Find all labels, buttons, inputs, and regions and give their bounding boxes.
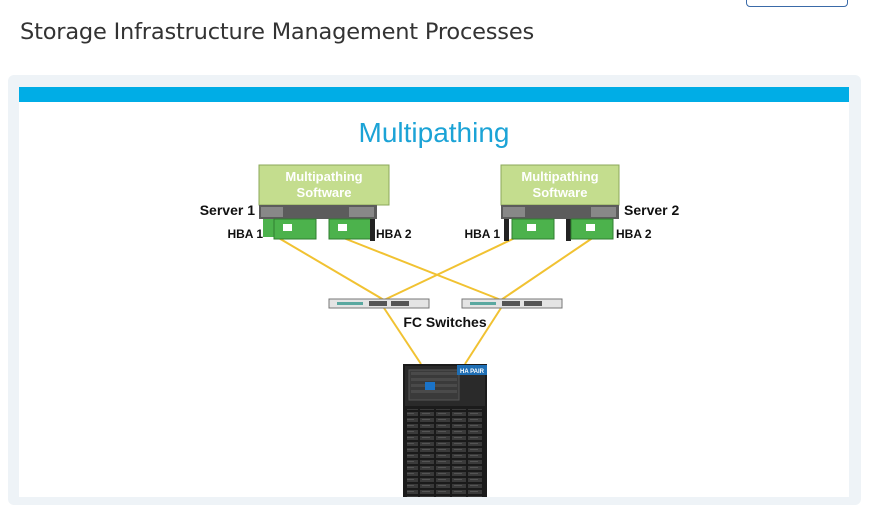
storage-array: HA PAIR bbox=[403, 364, 487, 497]
slide-frame: Multipathing Multipathing Software Serve… bbox=[19, 87, 849, 497]
software-label-line1: Multipathing bbox=[521, 169, 598, 184]
hba1-label: HBA 1 bbox=[227, 227, 263, 241]
diagram-title: Multipathing bbox=[359, 117, 510, 148]
slide-header-bar bbox=[19, 87, 849, 102]
fc-switch-2 bbox=[461, 298, 563, 309]
page-title: Storage Infrastructure Management Proces… bbox=[20, 19, 534, 45]
hba2-label: HBA 2 bbox=[616, 227, 652, 241]
server-2: Multipathing Software Server 2 HBA 1 HBA… bbox=[464, 164, 679, 241]
multipathing-software-box bbox=[500, 164, 620, 206]
software-label-line2: Software bbox=[533, 185, 588, 200]
multipathing-software-box bbox=[258, 164, 390, 206]
fc-cables bbox=[276, 236, 595, 365]
server-chassis bbox=[501, 205, 619, 219]
hba1-label: HBA 1 bbox=[464, 227, 500, 241]
server-label: Server 2 bbox=[624, 202, 679, 218]
multipathing-diagram: Multipathing Multipathing Software Serve… bbox=[200, 117, 679, 497]
fc-switch-1 bbox=[328, 298, 430, 309]
server-chassis bbox=[259, 205, 377, 219]
hba-2-card bbox=[328, 218, 372, 240]
server-label: Server 1 bbox=[200, 202, 255, 218]
hba2-label: HBA 2 bbox=[376, 227, 412, 241]
server-1: Multipathing Software Server 1 HBA 1 HBA… bbox=[200, 164, 412, 241]
ha-pair-badge: HA PAIR bbox=[460, 369, 485, 375]
software-label-line1: Multipathing bbox=[285, 169, 362, 184]
hba-1-card bbox=[273, 218, 317, 240]
software-label-line2: Software bbox=[297, 185, 352, 200]
top-action-button[interactable] bbox=[746, 0, 848, 7]
fc-switches-label: FC Switches bbox=[403, 314, 486, 330]
